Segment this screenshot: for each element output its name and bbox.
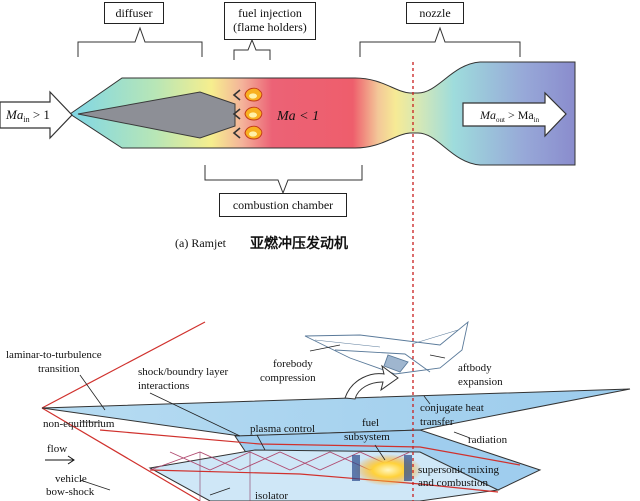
label-forebody: forebody compression (260, 358, 316, 384)
vehicle-forebody (41, 388, 631, 437)
arrow-icon (344, 364, 399, 400)
flow-arrow-icon (45, 455, 75, 465)
flame-holder-icon (232, 127, 241, 139)
flame-icon (244, 125, 263, 140)
ramjet-engine-body (69, 61, 576, 166)
label-radiation: radiation (468, 434, 508, 446)
fuel-injection-label: fuel injection (flame holders) (224, 2, 316, 40)
fuel-injection-line2: (flame holders) (233, 20, 307, 34)
diffuser-brace (77, 26, 203, 57)
fuel-injection-line1: fuel injection (238, 6, 302, 20)
flame-holder-icon (232, 108, 241, 120)
label-plasma-control: plasma control (250, 423, 315, 435)
label-shock-boundary: shock/boundry layer interactions (138, 366, 231, 392)
arrow-right-icon (462, 91, 567, 138)
bow-shock-lower (41, 407, 201, 501)
diffuser-label: diffuser (104, 2, 164, 24)
label-supersonic: supersonic mixing and combustion (418, 464, 502, 489)
nozzle-label: nozzle (406, 2, 464, 24)
label-bow-shock: vehicle bow-shock (46, 473, 95, 498)
bow-shock-upper (41, 321, 206, 409)
flame-icon (244, 106, 263, 121)
scramjet-diagram: laminar-to-turbulence transition shock/b… (6, 320, 631, 501)
combustion-chamber-brace (204, 165, 363, 195)
fuel-injector (352, 455, 360, 481)
hypersonic-vehicle-sketch (304, 320, 469, 375)
ramjet-caption-cn: 亚燃冲压发动机 (250, 235, 348, 252)
flame-icon (244, 87, 263, 102)
ramjet-caption: (a) Ramjet (175, 236, 227, 250)
label-non-equilibrium: non-equilibrium (43, 418, 115, 430)
inlet-mach-label: Main > 1 (5, 107, 50, 124)
label-isolator: isolator (255, 490, 288, 501)
label-aftbody: aftbody expansion (458, 362, 503, 388)
flame-holders (232, 87, 263, 140)
flame-holder-icon (232, 89, 241, 101)
outlet-arrow: Maout > Main (462, 91, 567, 138)
chamber-mach-label: Ma < 1 (276, 109, 319, 124)
shock-train (149, 451, 411, 501)
nozzle-brace (359, 26, 521, 57)
outlet-mach-label: Maout > Main (479, 108, 540, 124)
ramjet-diagram: Ma < 1 Main > 1 Maout > Main (0, 26, 576, 195)
fuel-injection-brace (233, 38, 271, 60)
combustion-chamber-label: combustion chamber (219, 193, 347, 217)
fuel-injector (404, 455, 412, 481)
arrow-right-icon (0, 90, 73, 140)
leader-lines (79, 344, 471, 496)
label-flow: flow (47, 443, 67, 455)
label-laminar-transition: laminar-to-turbulence transition (6, 349, 104, 375)
label-conjugate-heat: conjugate heat transfer (420, 402, 487, 428)
boundary-layer-top (99, 429, 521, 466)
inlet-arrow: Main > 1 (0, 90, 73, 140)
label-fuel-subsystem: fuel subsystem (344, 417, 390, 443)
